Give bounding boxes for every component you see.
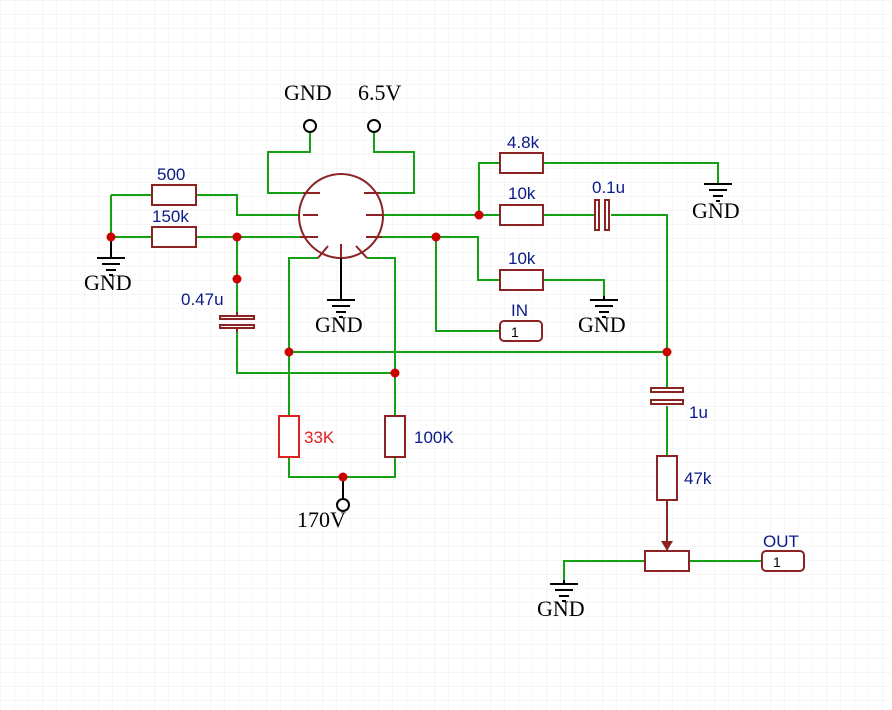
heater-gnd-pin[interactable] — [303, 119, 317, 133]
capacitor-047u[interactable] — [219, 312, 255, 332]
in-port[interactable] — [499, 320, 543, 342]
capacitor-1u[interactable] — [650, 387, 684, 405]
ground-top-right-symbol — [704, 183, 732, 202]
junction-dot — [232, 274, 242, 284]
r33k-label: 33K — [304, 428, 335, 447]
junction-dot — [338, 472, 348, 482]
heater-v-label: 6.5V — [358, 80, 402, 105]
resistor-150k[interactable] — [151, 226, 197, 248]
ground-mid-right-label: GND — [578, 312, 626, 337]
ground-output-symbol — [550, 580, 578, 602]
capacitor-0-1u[interactable] — [594, 199, 610, 231]
out-port-label: OUT — [763, 532, 799, 551]
resistor-10k-b[interactable] — [499, 269, 544, 291]
r10k-b-label: 10k — [508, 249, 536, 268]
ground-cathode-label: GND — [315, 312, 363, 337]
resistor-100k[interactable] — [384, 415, 406, 458]
ground-symbols — [97, 183, 732, 602]
potentiometer[interactable] — [644, 500, 690, 572]
r10k-a-label: 10k — [508, 184, 536, 203]
r150k-label: 150k — [152, 207, 189, 226]
resistor-33k[interactable] — [278, 415, 300, 458]
resistor-47k[interactable] — [656, 455, 678, 501]
c01u-label: 0.1u — [592, 178, 625, 197]
pot47k-label: 47k — [684, 469, 712, 488]
r500-label: 500 — [157, 165, 185, 184]
junction-dot — [284, 347, 294, 357]
power-pins — [303, 119, 381, 512]
junction-dot — [662, 347, 672, 357]
junction-dot — [106, 232, 116, 242]
ground-top-right-label: GND — [692, 198, 740, 223]
labels: GND 6.5V 170V GND GND GND GND GND 500 15… — [84, 80, 799, 621]
r100k-label: 100K — [414, 428, 454, 447]
junction-dot — [474, 210, 484, 220]
vacuum-tube[interactable] — [298, 173, 384, 259]
c047u-label: 0.47u — [181, 290, 224, 309]
r48k-label: 4.8k — [507, 133, 540, 152]
out-port[interactable] — [761, 550, 805, 572]
resistor-4-8k[interactable] — [499, 152, 544, 174]
ground-cathode-symbol — [327, 258, 355, 318]
ground-output-label: GND — [537, 596, 585, 621]
junctions — [106, 210, 672, 482]
b-plus-label: 170V — [297, 507, 346, 532]
out-port-pin: 1 — [773, 554, 781, 570]
ground-mid-right-symbol — [590, 296, 618, 318]
junction-dot — [232, 232, 242, 242]
heater-gnd-label: GND — [284, 80, 332, 105]
resistor-10k-a[interactable] — [499, 204, 544, 226]
in-port-label: IN — [511, 301, 528, 320]
junction-dot — [431, 232, 441, 242]
ground-left-symbol — [97, 237, 125, 276]
b-plus-pin[interactable] — [336, 498, 350, 512]
ground-left-label: GND — [84, 270, 132, 295]
junction-dot — [390, 368, 400, 378]
c1u-label: 1u — [689, 403, 708, 422]
in-port-pin: 1 — [511, 324, 519, 340]
heater-v-pin[interactable] — [367, 119, 381, 133]
resistor-500[interactable] — [151, 184, 197, 206]
